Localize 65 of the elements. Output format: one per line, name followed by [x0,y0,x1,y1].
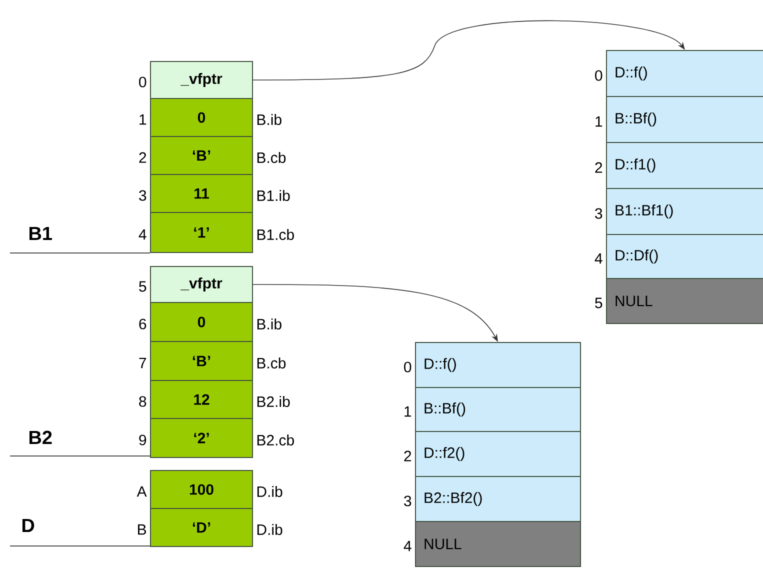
index-number: 6 [139,318,146,330]
index-number: 0 [595,70,602,81]
index-number: 7 [139,358,146,368]
memory-cell: 11 [150,174,253,213]
index-number: 5 [139,281,146,292]
field-name: B.cb [257,358,286,368]
group-label: B2 [29,430,52,444]
index-number: 3 [404,496,412,506]
index-number: 0 [404,362,412,372]
field-name: D.ib [257,486,282,497]
memory-cell: ‘1’ [150,212,253,253]
memory-cell: ‘D’ [150,508,253,547]
memory-cell: ‘2’ [150,418,253,458]
memory-cell: 0 [150,98,253,137]
arrow [252,20,685,80]
vtable-cell: D::Df() [606,234,763,279]
index-number: 9 [139,434,146,446]
index-number: 1 [404,406,412,417]
index-number: 0 [139,76,146,88]
node-label: B1::Bf1() [616,204,673,218]
memory-cell: ‘B’ [150,341,253,381]
index-number: 3 [139,190,146,201]
field-name: B2.ib [257,396,290,407]
memory-cell: 12 [150,380,253,419]
index-number: 4 [138,229,146,240]
field-name: B2.cb [257,434,294,446]
memory-cell: ‘B’ [150,136,253,175]
vtable-cell: D::f() [606,50,763,97]
node-label: D::f() [616,66,647,80]
vtable-cell: D::f1() [606,142,763,189]
pointer-cell: _vfptr [150,61,253,99]
field-name: B.ib [257,318,282,330]
group-label: B1 [29,226,52,240]
index-number: 2 [404,450,412,462]
node-label: D::f1() [616,158,656,172]
pointer-cell: _vfptr [150,266,253,303]
vtable-cell: D::f2() [415,431,581,477]
index-number: 1 [596,116,602,127]
index-number: 2 [595,162,602,173]
vtable-cell: B::Bf() [606,96,763,143]
index-number: A [136,486,147,497]
index-number: 8 [139,396,146,407]
vtable-cell: B1::Bf1() [606,188,763,235]
index-number: B [138,524,146,535]
memory-cell: 100 [150,470,253,509]
field-name: B1.cb [257,229,294,240]
index-number: 3 [595,208,602,219]
index-number: 2 [139,152,146,163]
null-cell: NULL [606,278,763,324]
field-name: B1.ib [257,190,290,201]
field-name: B.ib [257,114,282,125]
vtable-cell: D::f() [415,342,581,388]
index-number: 1 [140,114,146,125]
node-label: B::Bf() [616,112,656,126]
group-label: D [22,518,34,532]
memory-cell: 0 [150,302,253,342]
index-number: 4 [404,540,412,552]
index-number: 4 [594,253,602,264]
index-number: 5 [595,298,602,308]
vtable-cell: B2::Bf2() [415,476,581,522]
field-name: D.ib [257,524,282,535]
node-label: D::Df() [616,250,658,264]
field-name: B.cb [257,152,286,163]
vtable-cell: B::Bf() [415,387,581,432]
null-cell: NULL [415,521,581,567]
